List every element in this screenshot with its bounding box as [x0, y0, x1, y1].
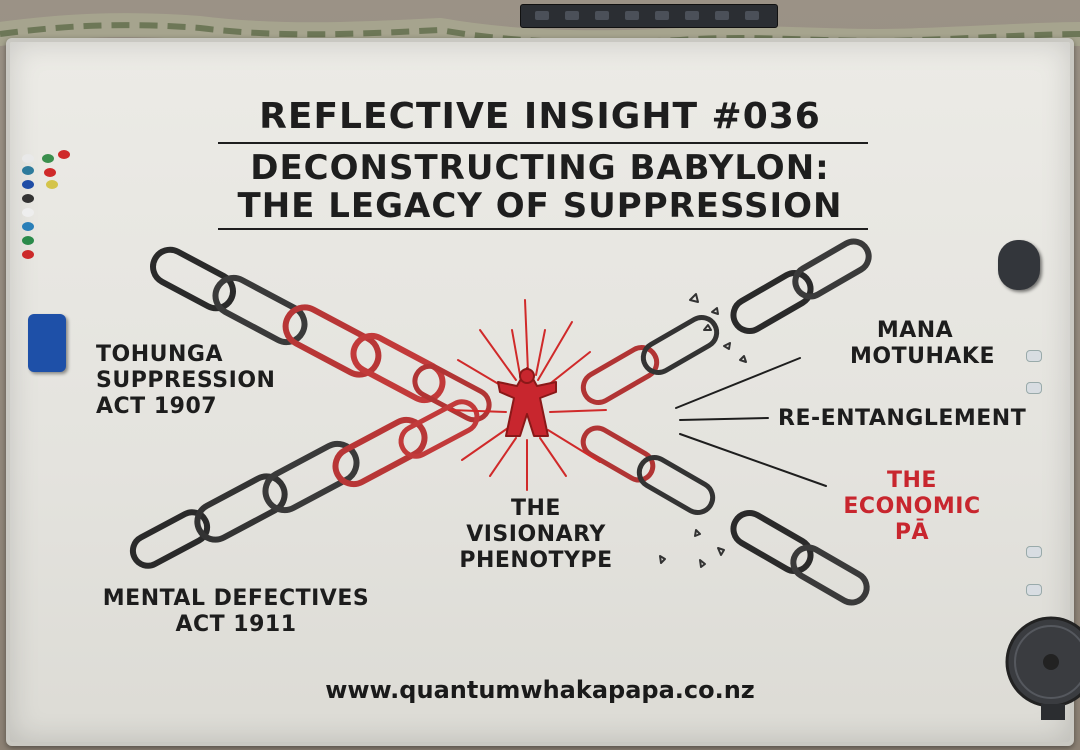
label-line: ACT 1907 — [96, 394, 218, 419]
board-title: REFLECTIVE INSIGHT #036 — [259, 96, 821, 137]
outlet — [595, 11, 609, 20]
label-line: VISIONARY — [466, 522, 606, 547]
board-clip — [1026, 546, 1042, 558]
computer-mouse — [998, 240, 1040, 290]
magnet — [42, 154, 54, 163]
label-economic-pa: THE ECONOMIC PĀ — [830, 468, 994, 546]
label-mental-defectives-act: MENTAL DEFECTIVES ACT 1911 — [96, 586, 376, 638]
label-line: MOTUHAKE — [850, 344, 995, 369]
label-line: SUPPRESSION — [96, 368, 276, 393]
label-line: TOHUNGA — [96, 342, 223, 367]
label-re-entanglement: RE-ENTANGLEMENT — [778, 406, 1027, 431]
board-subtitle-line-2: THE LEGACY OF SUPPRESSION — [237, 186, 843, 226]
chain-lower-left — [129, 399, 480, 569]
chain-lower-right — [580, 425, 870, 606]
board-clip — [1026, 350, 1042, 362]
pointer-mana-motuhake — [675, 357, 801, 409]
label-line: ACT 1911 — [175, 612, 297, 637]
magnet — [46, 180, 58, 189]
magnet — [58, 150, 70, 159]
magnet — [22, 154, 34, 163]
label-line: THE — [511, 496, 561, 521]
visionary-figure-head — [519, 368, 535, 384]
title-underline — [218, 142, 868, 144]
outlet — [715, 11, 729, 20]
footer-url: www.quantumwhakapapa.co.nz — [325, 676, 755, 704]
board-clip — [1026, 382, 1042, 394]
magnet — [22, 194, 34, 203]
outlet — [565, 11, 579, 20]
magnet — [22, 236, 34, 245]
magnet — [22, 250, 34, 259]
label-mana-motuhake: MANA MOTUHAKE — [850, 318, 995, 370]
board-subtitle-line-1: DECONSTRUCTING BABYLON: — [250, 148, 830, 188]
label-line: PĀ — [894, 520, 930, 545]
whiteboard-eraser — [28, 314, 66, 372]
label-tohunga-suppression-act: TOHUNGA SUPPRESSION ACT 1907 — [96, 342, 275, 420]
pointer-re-entanglement — [679, 417, 769, 421]
chain-upper-right — [580, 238, 872, 405]
subtitle-underline — [218, 228, 868, 230]
label-line: MENTAL DEFECTIVES — [102, 586, 370, 611]
outlet — [625, 11, 639, 20]
label-line: ECONOMIC — [843, 494, 981, 519]
desk-fan — [1005, 616, 1080, 720]
outlet — [685, 11, 699, 20]
magnet — [22, 222, 34, 231]
outlet — [655, 11, 669, 20]
label-line: THE — [887, 468, 937, 493]
label-visionary-phenotype: THE VISIONARY PHENOTYPE — [446, 496, 626, 574]
magnet — [22, 166, 34, 175]
magnet — [22, 208, 34, 217]
label-line: PHENOTYPE — [459, 548, 613, 573]
magnet — [44, 168, 56, 177]
pointer-economic-pa — [679, 433, 827, 487]
power-strip — [520, 4, 778, 28]
outlet — [535, 11, 549, 20]
magnet — [22, 180, 34, 189]
label-line: MANA — [876, 318, 954, 343]
broken-chain-shards — [659, 293, 747, 568]
visionary-figure-icon — [497, 367, 557, 437]
outlet — [745, 11, 759, 20]
board-clip — [1026, 584, 1042, 596]
